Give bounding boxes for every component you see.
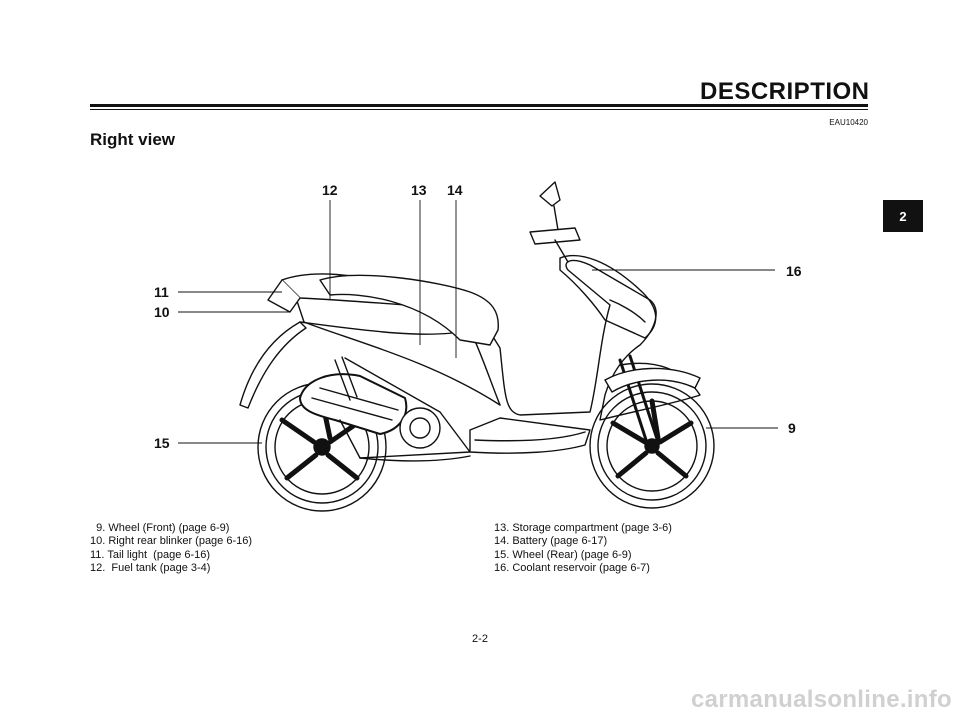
legend-item: 14. Battery (page 6-17)	[494, 535, 608, 548]
legend-item: 16. Coolant reservoir (page 6-7)	[494, 562, 650, 575]
legend-item: 12. Fuel tank (page 3-4)	[90, 562, 211, 575]
section-title: DESCRIPTION	[700, 78, 870, 105]
legend-item: 15. Wheel (Rear) (page 6-9)	[494, 548, 632, 561]
callout-12: 12	[322, 182, 338, 198]
legend-item: 11. Tail light (page 6-16)	[90, 548, 211, 561]
legend-left: 9. Wheel (Front) (page 6-9) 10. Right re…	[90, 522, 390, 576]
callout-13: 13	[411, 182, 427, 198]
legend-item: 13. Storage compartment (page 3-6)	[494, 522, 672, 534]
watermark: carmanualsonline.info	[690, 686, 952, 713]
header-rule-thick	[90, 104, 868, 107]
callout-9: 9	[788, 420, 796, 436]
callout-10: 10	[154, 304, 170, 320]
callout-15: 15	[154, 435, 170, 451]
front-wheel	[589, 383, 715, 509]
callout-16: 16	[786, 263, 802, 279]
header-rule-thin	[90, 109, 868, 110]
chapter-tab[interactable]: 2	[883, 200, 923, 232]
document-code: EAU10420	[829, 118, 868, 127]
legend-item: 9. Wheel (Front) (page 6-9)	[90, 522, 230, 534]
legend-right: 13. Storage compartment (page 3-6) 14. B…	[494, 522, 794, 576]
page-number: 2-2	[472, 633, 488, 645]
legend-item: 10. Right rear blinker (page 6-16)	[90, 535, 253, 548]
callout-14: 14	[447, 182, 463, 198]
callout-11: 11	[154, 284, 169, 300]
page-heading: Right view	[90, 130, 176, 149]
